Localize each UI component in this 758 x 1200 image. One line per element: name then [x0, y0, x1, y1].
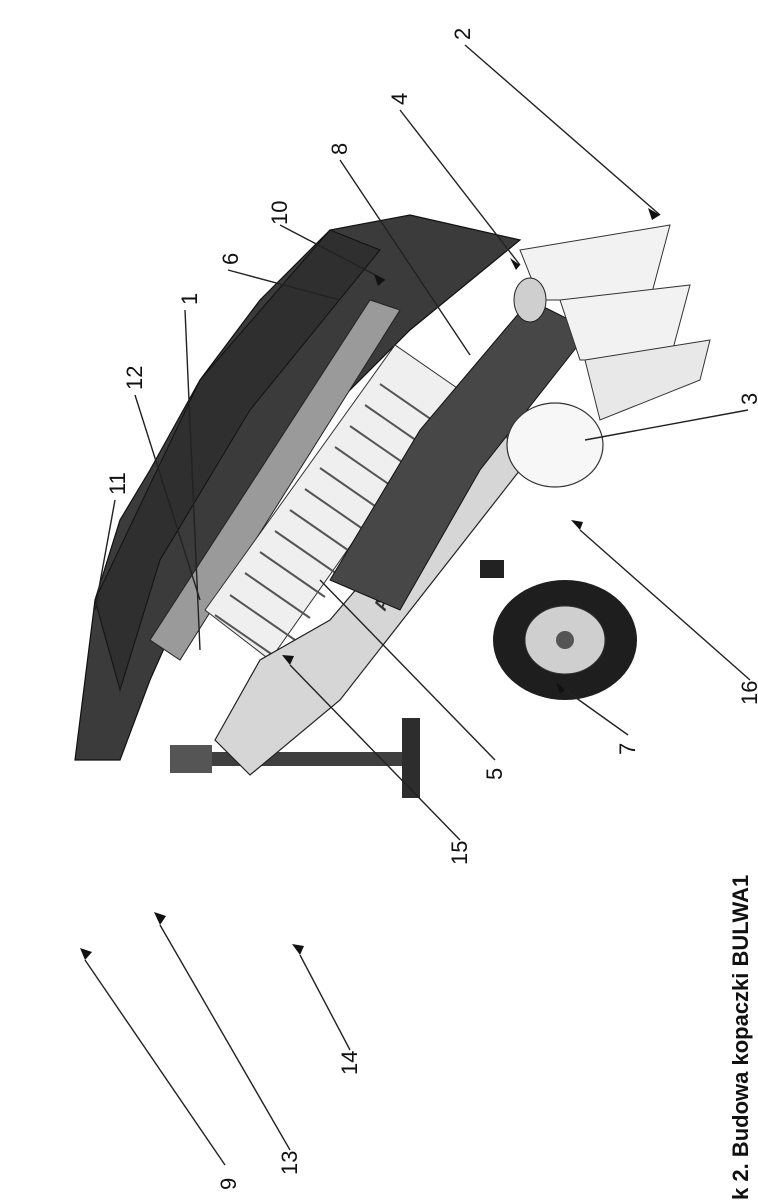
callout-11: 11	[105, 472, 130, 495]
figure-caption: k 2. Budowa kopaczki BULWA1	[728, 875, 753, 1200]
leader-lines	[84, 44, 751, 1166]
callout-2: 2	[450, 28, 475, 40]
wheel	[493, 580, 637, 700]
callout-8: 8	[327, 143, 352, 155]
callout-16: 16	[737, 681, 758, 705]
callout-12: 12	[122, 366, 147, 390]
leader-arrows	[80, 208, 660, 960]
callout-14: 14	[337, 1051, 362, 1075]
callout-labels: 1 2 3 4 5 6 7 8 9 10 11 12 13 14 15 16	[105, 28, 758, 1190]
callout-3: 3	[737, 393, 758, 405]
callout-10: 10	[267, 201, 292, 225]
front-roller	[506, 277, 604, 488]
callout-13: 13	[277, 1151, 302, 1175]
callout-1: 1	[177, 293, 202, 305]
callout-15: 15	[447, 841, 472, 865]
digging-shares	[519, 224, 711, 421]
callout-9: 9	[216, 1178, 241, 1190]
callout-4: 4	[387, 93, 412, 105]
callout-5: 5	[482, 768, 507, 780]
callout-6: 6	[218, 253, 243, 265]
callout-7: 7	[615, 743, 640, 755]
